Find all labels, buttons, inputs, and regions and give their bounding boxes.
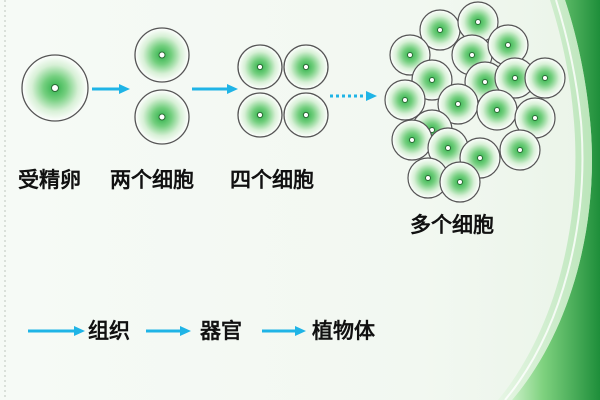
cell bbox=[494, 57, 536, 99]
label-plant-body: 植物体 bbox=[312, 319, 375, 343]
cell bbox=[391, 119, 433, 161]
cell bbox=[499, 129, 541, 171]
cell bbox=[237, 92, 283, 138]
many-cell-cluster bbox=[384, 1, 566, 203]
cell bbox=[476, 89, 518, 131]
arrow-zygote-to-two bbox=[92, 84, 130, 94]
cell bbox=[134, 89, 190, 145]
label-tissue: 组织 bbox=[88, 319, 130, 343]
cell bbox=[237, 44, 283, 90]
label-two-cells: 两个细胞 bbox=[110, 168, 194, 192]
swoosh-curve-line bbox=[504, 0, 584, 400]
cell bbox=[457, 1, 499, 43]
arrow-two-to-four bbox=[192, 84, 238, 94]
label-zygote: 受精卵 bbox=[18, 168, 81, 192]
green-swoosh bbox=[512, 0, 600, 400]
label-organ: 器官 bbox=[200, 319, 242, 343]
arrow-organ-to-plant bbox=[262, 326, 306, 336]
cell bbox=[283, 44, 329, 90]
arrow-tissue-to-organ bbox=[146, 326, 191, 336]
green-swoosh-highlight bbox=[498, 0, 592, 400]
four-cell-group bbox=[237, 44, 329, 138]
cell bbox=[524, 57, 566, 99]
cell bbox=[384, 79, 426, 121]
cell bbox=[283, 92, 329, 138]
cell bbox=[134, 27, 190, 83]
dotted-arrow-four-to-many bbox=[330, 91, 377, 101]
zygote-cell bbox=[21, 54, 89, 122]
label-four-cells: 四个细胞 bbox=[230, 168, 314, 192]
two-cell-group bbox=[134, 27, 190, 145]
cell bbox=[439, 161, 481, 203]
arrow-to-tissue bbox=[28, 326, 85, 336]
label-many-cells: 多个细胞 bbox=[410, 213, 494, 237]
